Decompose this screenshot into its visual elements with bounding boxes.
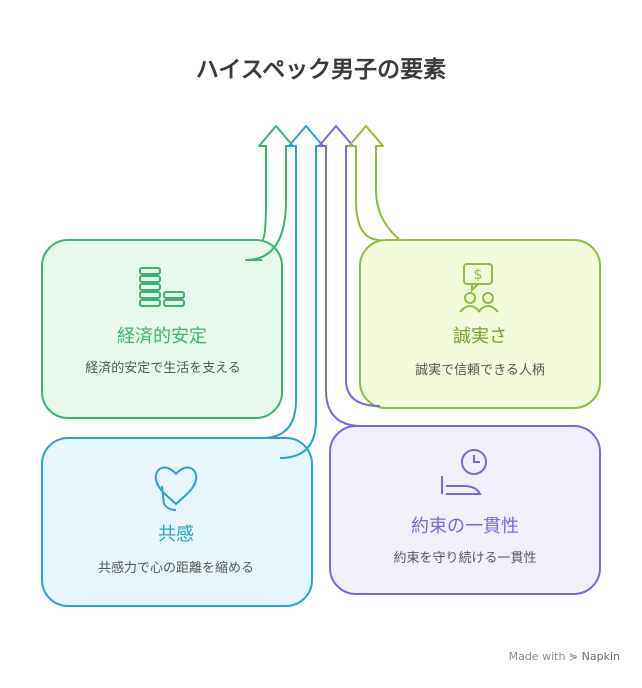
arrow-empathy <box>261 125 324 459</box>
card-label-sincerity: 誠実さ <box>453 326 507 347</box>
footer-attribution: Made with ⋟ Napkin <box>509 650 620 663</box>
card-economic-stability <box>41 239 283 419</box>
card-label-economic-stability: 経済的安定 <box>117 326 207 347</box>
clock-hand-icon <box>441 449 487 495</box>
card-description-empathy: 共感力で心の距離を縮める <box>97 561 254 576</box>
card-description-promise-consistency: 約束を守り続ける一貫性 <box>393 551 537 566</box>
footer-made-with: Made with <box>508 650 566 663</box>
card-label-promise-consistency: 約束の一貫性 <box>411 516 519 537</box>
footer-brand: Napkin <box>581 650 620 663</box>
card-description-sincerity: 誠実で信頼できる人柄 <box>415 363 545 378</box>
coins-stack-icon <box>139 267 185 307</box>
arrow-sincerity <box>348 125 401 241</box>
card-promise-consistency <box>329 425 601 595</box>
arrow-promise-consistency <box>318 125 381 427</box>
dollar-sign-glyph: $ <box>474 267 483 283</box>
people-dollar-icon <box>459 263 499 313</box>
card-empathy <box>41 437 313 607</box>
card-label-empathy: 共感 <box>158 524 194 545</box>
card-sincerity <box>359 239 601 409</box>
card-description-economic-stability: 経済的安定で生活を支える <box>85 361 241 376</box>
napkin-logo-icon: ⋟ <box>568 650 579 663</box>
hand-heart-icon <box>154 466 198 511</box>
page-title: ハイスペック男子の要素 <box>195 57 447 83</box>
